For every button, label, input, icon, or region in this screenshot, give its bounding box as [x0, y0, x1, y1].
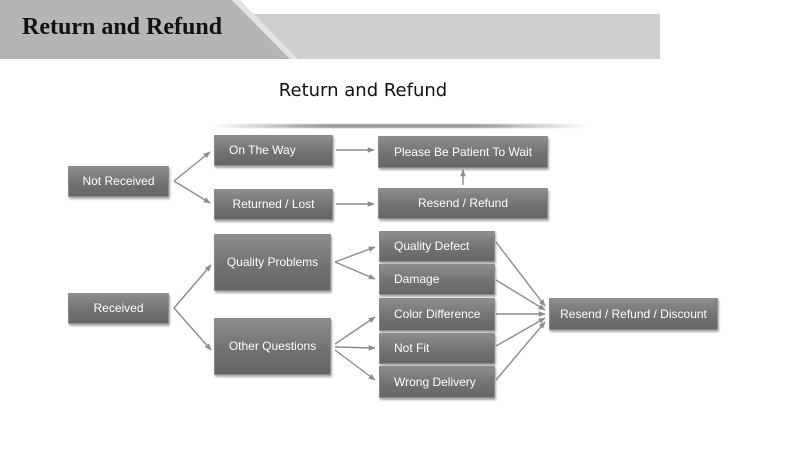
arrow-received-to-other-questions [173, 307, 212, 351]
header-title: Return and Refund [22, 14, 223, 40]
node-label: Resend / Refund [417, 196, 509, 211]
node-label: Returned / Lost [232, 197, 315, 212]
node-label: Other Questions [228, 339, 317, 354]
arrow-other-questions-to-color-difference [334, 316, 376, 345]
node-other-questions: Other Questions [214, 318, 331, 375]
node-resend-refund: Resend / Refund [378, 188, 548, 219]
arrow-received-to-quality-problems [173, 264, 212, 309]
header-banner [0, 0, 660, 59]
arrow-other-questions-to-not-fit [334, 345, 376, 351]
arrow-other-questions-to-wrong-delivery [334, 349, 376, 381]
node-label: Received [93, 301, 144, 316]
node-not-fit: Not Fit [379, 333, 495, 364]
arrow-quality-defect-to-outcome [495, 241, 546, 307]
header-band-dark [0, 0, 290, 59]
node-please-be-patient: Please Be Patient To Wait [378, 136, 548, 168]
page-title: Return and Refund [278, 80, 448, 101]
node-label: Quality Defect [394, 239, 470, 254]
node-label: Quality Problems [226, 255, 319, 270]
node-quality-defect: Quality Defect [379, 231, 495, 262]
node-quality-problems: Quality Problems [214, 234, 331, 291]
node-returned-lost: Returned / Lost [214, 189, 333, 220]
node-label: Please Be Patient To Wait [393, 144, 533, 159]
arrow-not-received-to-on-the-way [173, 151, 211, 182]
arrow-not-received-to-returned-lost [173, 180, 211, 204]
node-received: Received [68, 293, 169, 324]
node-not-received: Not Received [68, 166, 169, 197]
arrow-quality-problems-to-damage [334, 261, 376, 280]
header-band-edge [232, 0, 298, 59]
node-label: Color Difference [394, 307, 481, 322]
node-resend-refund-discount: Resend / Refund / Discount [549, 298, 718, 330]
header-band-light [240, 14, 660, 59]
node-label: Not Received [82, 174, 155, 189]
node-color-difference: Color Difference [379, 298, 495, 331]
node-label: Not Fit [394, 341, 430, 356]
node-label: Resend / Refund / Discount [560, 306, 707, 321]
arrow-not-fit-to-outcome [495, 317, 546, 347]
arrow-damage-to-outcome [495, 279, 546, 311]
title-divider [210, 124, 590, 128]
node-on-the-way: On The Way [214, 135, 333, 166]
node-label: Wrong Delivery [394, 374, 476, 389]
node-label: Damage [394, 272, 440, 287]
node-label: On The Way [229, 143, 296, 158]
node-damage: Damage [379, 264, 495, 295]
node-wrong-delivery: Wrong Delivery [379, 366, 495, 398]
arrow-wrong-delivery-to-outcome [495, 321, 546, 381]
arrow-quality-problems-to-quality-defect [334, 246, 376, 263]
